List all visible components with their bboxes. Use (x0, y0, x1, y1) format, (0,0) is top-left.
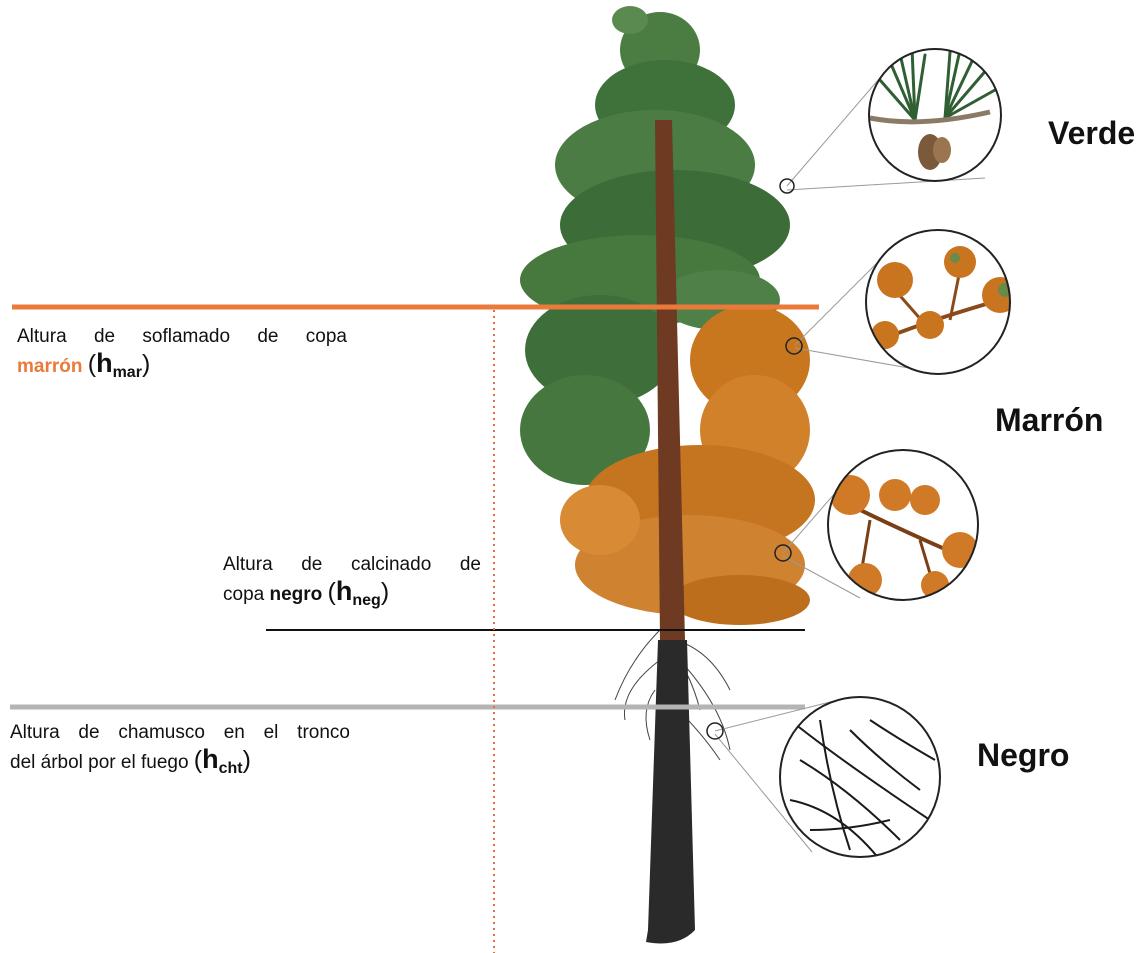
scorched-orange-needles-icon (828, 450, 978, 600)
charred-black-branches-icon (780, 697, 940, 860)
trunk-prefix: del árbol por el fuego (10, 752, 194, 773)
black-height-label-line1: Altura de calcinado de (223, 551, 481, 578)
h-symbol-cht: h (202, 744, 219, 774)
scorched-brown-needles-icon (866, 230, 1018, 374)
subscript-cht: cht (219, 760, 243, 777)
green-pine-needles-icon (869, 45, 1001, 181)
paren-open: ( (194, 746, 202, 774)
category-negro: Negro (977, 737, 1069, 774)
trunk-height-label-line2: del árbol por el fuego (hcht) (10, 746, 350, 782)
category-verde: Verde (1048, 115, 1135, 152)
black-word: negro (269, 584, 322, 605)
brown-word: marrón (17, 356, 82, 377)
brown-height-label: Altura de soflamado de copa marrón (hmar… (17, 323, 347, 386)
paren-open: ( (88, 350, 96, 378)
h-symbol-mar: h (96, 348, 113, 378)
paren-close: ) (142, 350, 150, 378)
paren-close: ) (381, 578, 389, 606)
brown-height-label-line2: marrón (hmar) (17, 350, 347, 386)
category-marron: Marrón (995, 402, 1103, 439)
black-prefix: copa (223, 584, 269, 605)
trunk-height-label-line1: Altura de chamusco en el tronco (10, 719, 350, 746)
h-symbol-neg: h (336, 576, 353, 606)
trunk-burnt (646, 640, 695, 944)
paren-open: ( (328, 578, 336, 606)
brown-height-label-line1: Altura de soflamado de copa (17, 323, 347, 350)
subscript-mar: mar (113, 364, 142, 381)
black-height-label: Altura de calcinado de copa negro (hneg) (223, 551, 481, 614)
trunk-height-label: Altura de chamusco en el tronco del árbo… (10, 719, 350, 782)
pine-tree (520, 6, 815, 944)
paren-close: ) (243, 746, 251, 774)
subscript-neg: neg (352, 592, 380, 609)
black-height-label-line2: copa negro (hneg) (223, 578, 481, 614)
